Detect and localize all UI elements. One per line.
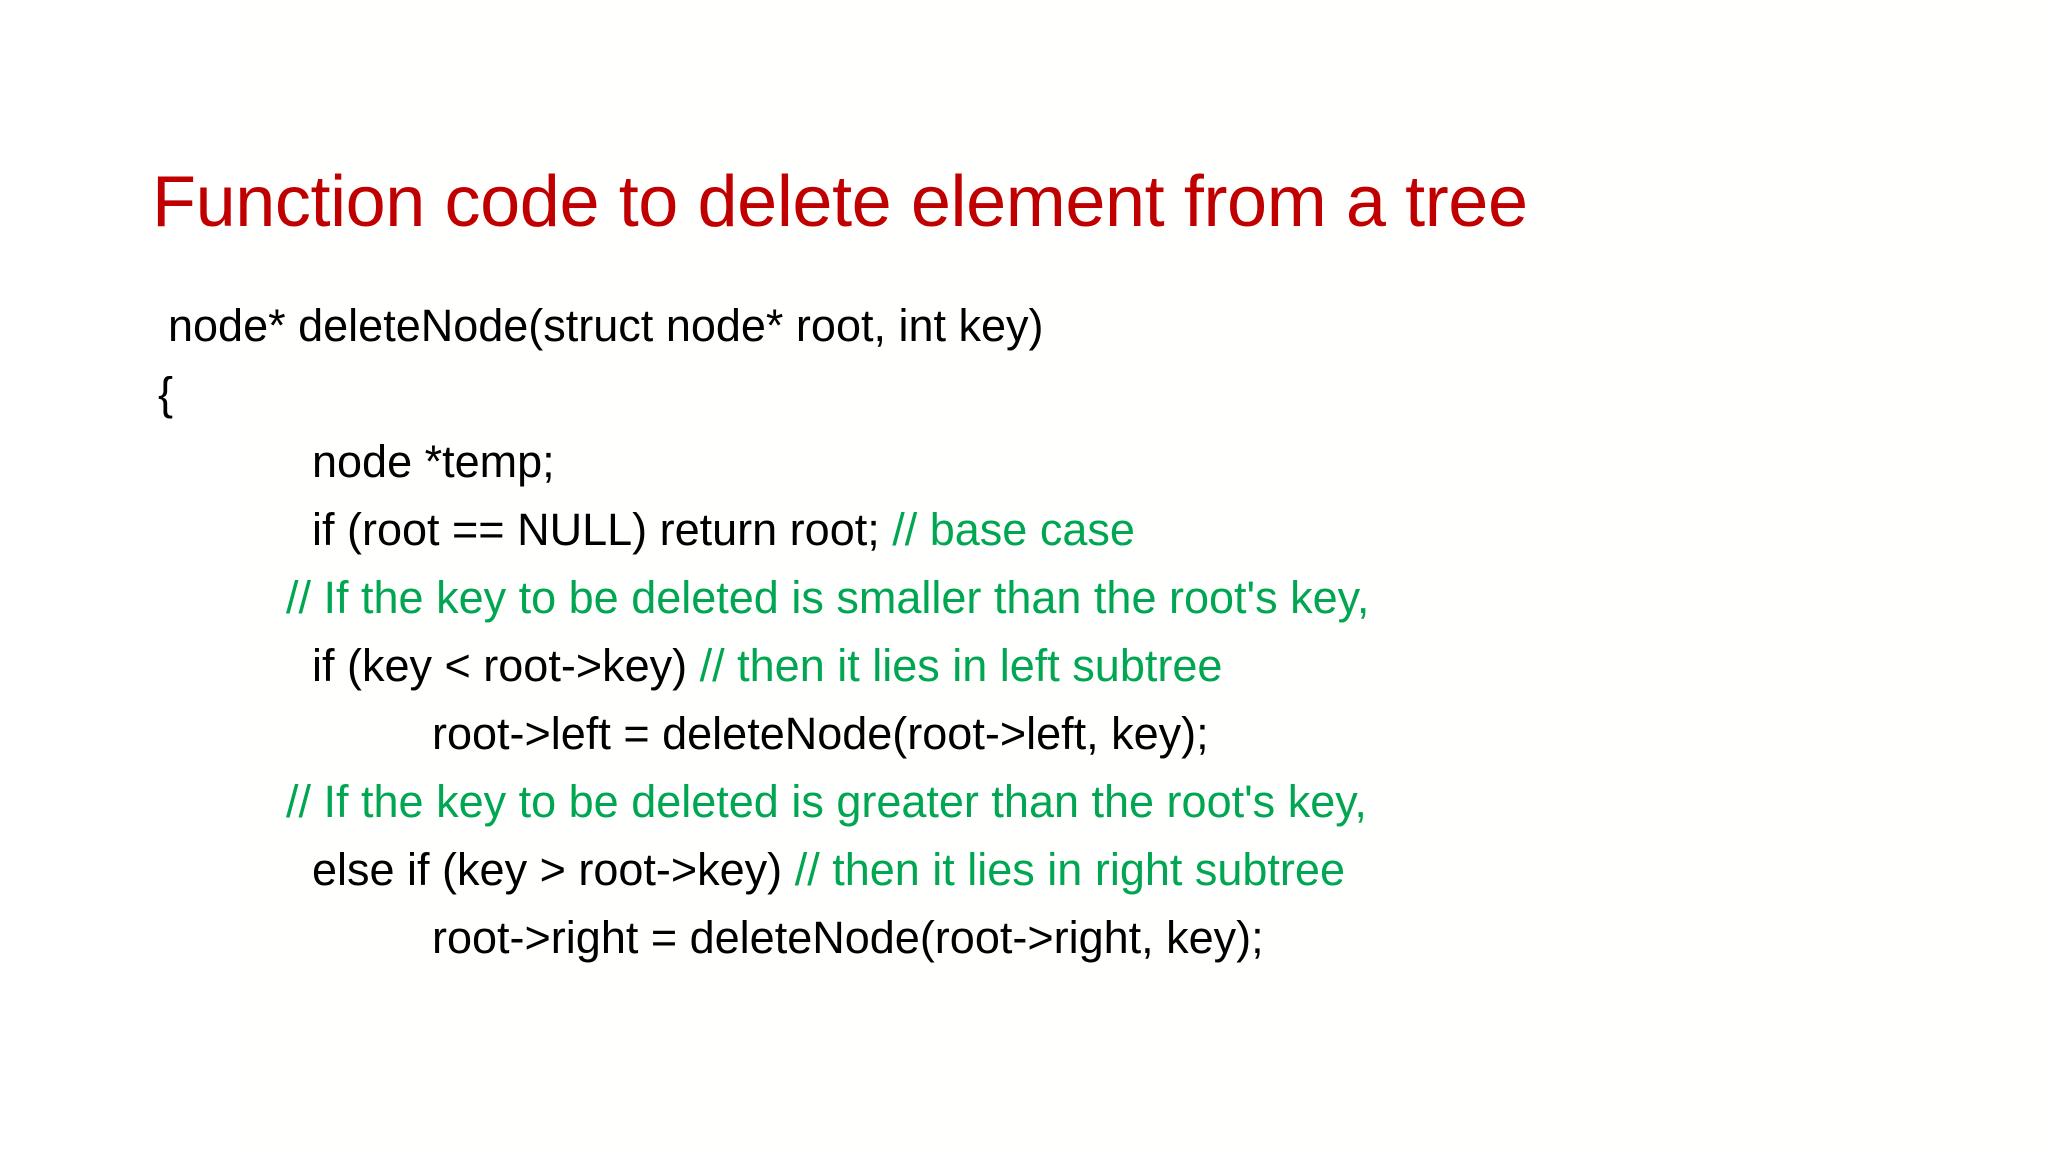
code-line: if (key < root->key) // then it lies in … — [0, 632, 2048, 700]
code-block: node* deleteNode(struct node* root, int … — [0, 292, 2048, 972]
code-text: else if (key > root->key) — [312, 844, 795, 895]
code-comment: // If the key to be deleted is smaller t… — [286, 572, 1370, 623]
code-line: // If the key to be deleted is smaller t… — [0, 564, 2048, 632]
code-text: node *temp; — [312, 436, 555, 487]
code-line: root->left = deleteNode(root->left, key)… — [0, 700, 2048, 768]
code-comment: // then it lies in right subtree — [794, 844, 1345, 895]
code-line: node *temp; — [0, 428, 2048, 496]
code-text: if (root == NULL) return root; — [312, 504, 893, 555]
code-comment: // then it lies in left subtree — [699, 640, 1223, 691]
code-text: node* deleteNode(struct node* root, int … — [168, 300, 1044, 351]
code-line: root->right = deleteNode(root->right, ke… — [0, 904, 2048, 972]
code-comment: // base case — [892, 504, 1135, 555]
code-text: { — [158, 368, 174, 419]
code-line: else if (key > root->key) // then it lie… — [0, 836, 2048, 904]
code-line: { — [0, 360, 2048, 428]
code-line: if (root == NULL) return root; // base c… — [0, 496, 2048, 564]
page-title: Function code to delete element from a t… — [152, 162, 1528, 243]
code-comment: // If the key to be deleted is greater t… — [286, 776, 1367, 827]
code-text: root->left = deleteNode(root->left, key)… — [432, 708, 1209, 759]
code-line: // If the key to be deleted is greater t… — [0, 768, 2048, 836]
code-text: if (key < root->key) — [312, 640, 700, 691]
code-text: root->right = deleteNode(root->right, ke… — [432, 912, 1264, 963]
code-line: node* deleteNode(struct node* root, int … — [0, 292, 2048, 360]
